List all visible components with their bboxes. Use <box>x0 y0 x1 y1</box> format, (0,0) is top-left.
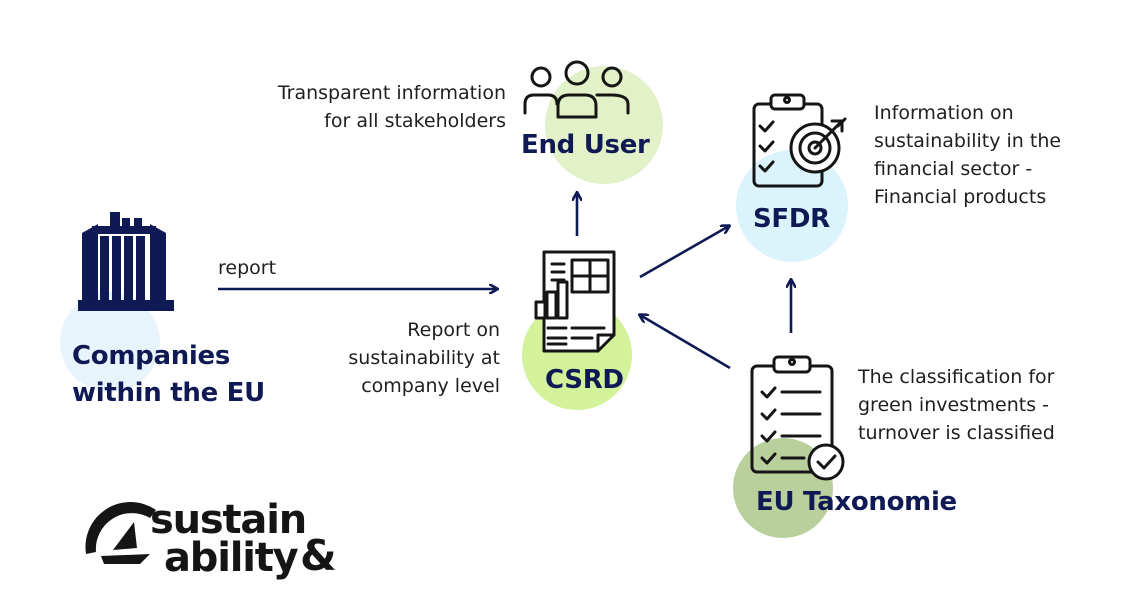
companies-title-line: Companies <box>72 341 231 371</box>
sfdr-description-line: sustainability in the <box>874 130 1062 152</box>
sfdr-description: Information on sustainability in the fin… <box>874 99 1061 211</box>
csrd-description-line: Report on <box>407 319 500 341</box>
end-user-title: End User <box>521 130 650 160</box>
companies-title: Companies within the EU <box>72 338 265 412</box>
end-user-description: Transparent information for all stakehol… <box>230 79 506 135</box>
sfdr-description-line: Information on <box>874 102 1014 124</box>
logo-word-ability: ability <box>164 535 299 581</box>
eu-taxonomie-description-line: The classification for <box>858 366 1055 388</box>
end-user-description-line: Transparent information <box>277 82 506 104</box>
csrd-description: Report on sustainability at company leve… <box>300 316 500 400</box>
sailboat-logo-icon <box>85 502 156 564</box>
clipboard-check-icon <box>750 355 845 481</box>
companies-title-line: within the EU <box>72 378 265 408</box>
csrd-description-line: company level <box>361 375 500 397</box>
arrow-taxonomie-to-csrd <box>640 315 731 370</box>
eu-taxonomie-description: The classification for green investments… <box>858 363 1055 447</box>
people-icon <box>523 60 630 119</box>
sfdr-title: SFDR <box>753 204 830 234</box>
sfdr-description-line: Financial products <box>874 186 1047 208</box>
eu-taxonomie-description-line: turnover is classified <box>858 422 1055 444</box>
report-document-icon <box>534 250 616 353</box>
eu-taxonomie-description-line: green investments - <box>858 394 1050 416</box>
sfdr-description-line: financial sector - <box>874 158 1033 180</box>
arrow-csrd-to-sfdr <box>639 226 729 279</box>
csrd-description-line: sustainability at <box>348 347 500 369</box>
end-user-circle <box>545 66 663 184</box>
report-arrow-label: report <box>218 257 277 279</box>
logo-word-sustain: sustain <box>150 497 307 543</box>
logo-ampersand: & <box>300 531 337 580</box>
eu-taxonomie-title: EU Taxonomie <box>756 487 957 517</box>
clipboard-target-icon <box>752 93 847 188</box>
building-icon <box>78 212 174 311</box>
csrd-title: CSRD <box>545 365 624 395</box>
end-user-description-line: for all stakeholders <box>324 110 506 132</box>
